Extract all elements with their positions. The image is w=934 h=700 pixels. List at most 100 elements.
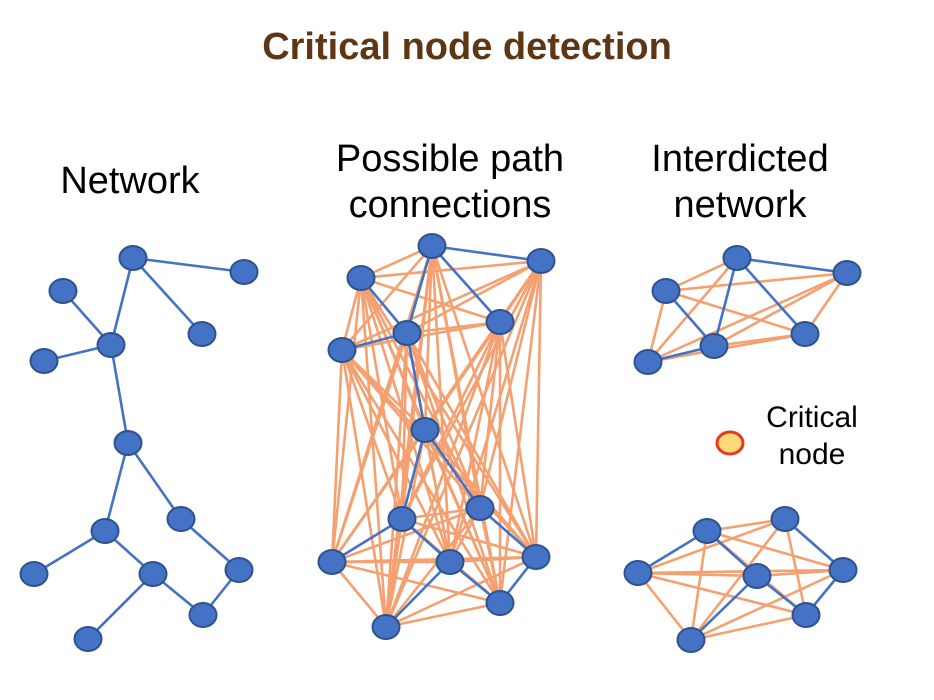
possible-paths-panel (317, 233, 556, 640)
legend-label-line1: Critical (766, 401, 858, 434)
path-edge (384, 245, 434, 628)
path-edge (384, 507, 482, 628)
node-C (651, 278, 681, 304)
node-J (224, 557, 254, 583)
node-J (521, 544, 551, 570)
interdicted-label-line1: Interdicted (651, 138, 829, 180)
path-edge (330, 277, 363, 563)
node-B (832, 260, 862, 286)
node-K (317, 549, 347, 575)
tree-edge (132, 256, 245, 274)
node-A (118, 245, 148, 271)
path-edge (405, 332, 538, 558)
path-edge (665, 289, 806, 336)
tree-edge (385, 561, 451, 628)
path-edge (647, 257, 738, 363)
path-edge (330, 349, 344, 563)
node-G (113, 430, 143, 456)
tree-edge (109, 344, 130, 444)
path-edge (400, 260, 543, 520)
legend-label: Critical node (752, 399, 872, 473)
path-edge (331, 506, 481, 564)
path-edge (647, 271, 848, 364)
path-edge (359, 277, 538, 558)
path-edge (423, 429, 452, 563)
tree-edge (690, 575, 758, 641)
path-edge (331, 560, 501, 605)
node-N (676, 627, 706, 653)
tree-edge (736, 257, 806, 335)
path-edge (637, 517, 786, 575)
tree-edge (103, 442, 130, 532)
path-edge (360, 276, 501, 324)
interdicted-network-label: Interdicted network (615, 136, 865, 228)
path-edge (689, 530, 709, 641)
critical-node-icon (715, 430, 745, 456)
path-edge (478, 507, 502, 604)
path-edge (330, 332, 409, 563)
tree-edge (132, 257, 203, 335)
node-J (828, 557, 858, 583)
interdicted-network-panel (623, 245, 862, 653)
node-E (392, 320, 422, 346)
path-edge (706, 529, 844, 572)
node-F (327, 337, 357, 363)
path-edge (498, 260, 543, 604)
node-K (19, 561, 49, 587)
path-edge (385, 555, 537, 629)
node-E (96, 332, 126, 358)
node-A (417, 233, 447, 259)
node-L (742, 563, 772, 589)
tree-edge (712, 257, 739, 347)
path-edge (340, 349, 404, 520)
node-F (29, 348, 59, 374)
possible-paths-label-line1: Possible path (335, 138, 565, 180)
node-D (485, 309, 515, 335)
page-title: Critical node detection (262, 26, 672, 68)
node-M (485, 590, 515, 616)
tree-edge (423, 429, 482, 509)
path-edge (341, 245, 433, 351)
path-edge (406, 259, 542, 335)
path-edge (400, 321, 502, 520)
node-C (346, 265, 376, 291)
node-E (699, 333, 729, 359)
network-panel (19, 245, 259, 652)
path-edge (359, 277, 388, 628)
path-edge (690, 568, 844, 642)
path-edge (689, 518, 787, 641)
node-L (138, 561, 168, 587)
node-D (187, 321, 217, 347)
node-B (526, 248, 556, 274)
interdicted-label-line2: network (673, 184, 807, 226)
path-edge (384, 260, 543, 628)
tree-edge (405, 245, 434, 334)
path-edge (534, 260, 543, 558)
node-I (90, 518, 120, 544)
possible-paths-label-line2: connections (348, 184, 552, 226)
path-edge (665, 271, 848, 293)
tree-edge (126, 442, 183, 520)
tree-edge (109, 257, 135, 346)
node-D (790, 321, 820, 347)
path-edge (713, 271, 848, 348)
node-L (435, 549, 465, 575)
path-edge (690, 613, 807, 642)
path-edge (384, 332, 409, 628)
path-edge (636, 572, 693, 641)
path-edge (340, 349, 388, 628)
path-edge (423, 429, 502, 604)
path-edge (498, 321, 538, 558)
path-edge (341, 259, 542, 352)
node-H (166, 506, 196, 532)
legend-label-line2: node (778, 438, 846, 471)
path-edge (478, 321, 502, 509)
node-N (371, 614, 401, 640)
tree-edge (405, 332, 427, 431)
node-K (623, 560, 653, 586)
path-edge (341, 349, 537, 558)
path-edge (384, 518, 404, 628)
tree-edge (400, 429, 427, 520)
node-B (229, 259, 259, 285)
possible-paths-label: Possible path connections (300, 136, 600, 228)
